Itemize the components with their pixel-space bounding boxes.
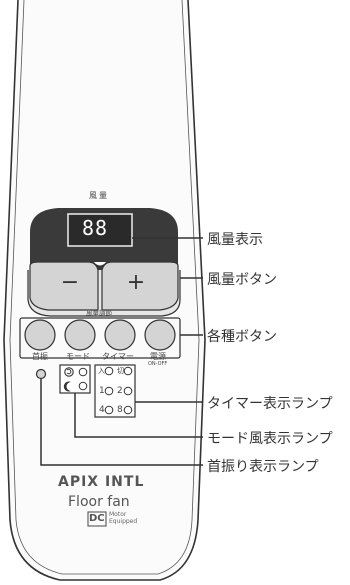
swing-lamp: [35, 368, 47, 380]
motor-line1: Motor: [109, 511, 127, 518]
motor-equipped: Motor Equipped: [109, 511, 137, 525]
power-button: [144, 319, 176, 351]
timer-lamp-8: [123, 405, 133, 415]
timer-lamp-off: [123, 366, 133, 376]
timer-label: タイマー: [102, 352, 134, 361]
natural-wind-icon: [64, 367, 74, 377]
leader-swing-lamp: [40, 379, 203, 466]
callout-swing-display-lamp: 首振り表示ランプ: [207, 459, 319, 475]
timer-button: [104, 319, 136, 351]
mode-lamp-natural: [78, 367, 88, 377]
dc-badge-text: DC: [89, 513, 105, 524]
power-sublabel: ON-OFF: [148, 361, 168, 367]
timer-2-label: 2: [117, 386, 123, 396]
sleep-moon-icon: [63, 381, 71, 392]
timer-lamp-1: [104, 386, 114, 396]
display-header-label: 風量: [89, 191, 109, 200]
dc-badge: [87, 511, 107, 527]
brand-logo: APIX INTL: [58, 474, 145, 490]
callout-timer-display-lamp: タイマー表示ランプ: [207, 396, 333, 412]
mode-lamp-sleep: [78, 381, 88, 391]
minus-button: [29, 261, 99, 311]
function-buttons-frame: [19, 317, 181, 359]
swing-button: [24, 319, 56, 351]
digit-readout: 88: [82, 216, 109, 240]
timer-lamp-2: [123, 386, 133, 396]
timer-1-label: 1: [99, 386, 105, 396]
timer-lamp-4: [104, 405, 114, 415]
plus-label[interactable]: +: [126, 270, 146, 295]
timer-off-label: 切: [117, 367, 124, 375]
callout-function-buttons: 各種ボタン: [207, 329, 277, 345]
callout-mode-display-lamp: モード風表示ランプ: [207, 431, 333, 447]
mode-button: [64, 319, 96, 351]
product-name: Floor fan: [68, 494, 130, 510]
leader-mode-lamp: [74, 393, 203, 438]
digit-display: [67, 213, 133, 247]
timer-lamp-in: [104, 366, 114, 376]
motor-line2: Equipped: [109, 518, 138, 525]
callout-air-volume-display: 風量表示: [207, 232, 263, 248]
power-label: 電源: [150, 352, 166, 361]
timer-4-label: 4: [99, 405, 105, 415]
minus-label[interactable]: −: [60, 270, 80, 295]
mode-label: モード: [66, 352, 90, 361]
timer-8-label: 8: [117, 405, 123, 415]
swing-label: 首振: [32, 352, 48, 361]
adjust-label: 風量調節: [86, 309, 112, 317]
plus-button: [101, 261, 179, 311]
timer-in-label: 入: [98, 367, 105, 375]
callout-air-volume-buttons: 風量ボタン: [207, 272, 277, 288]
leader-lines: [40, 237, 203, 466]
